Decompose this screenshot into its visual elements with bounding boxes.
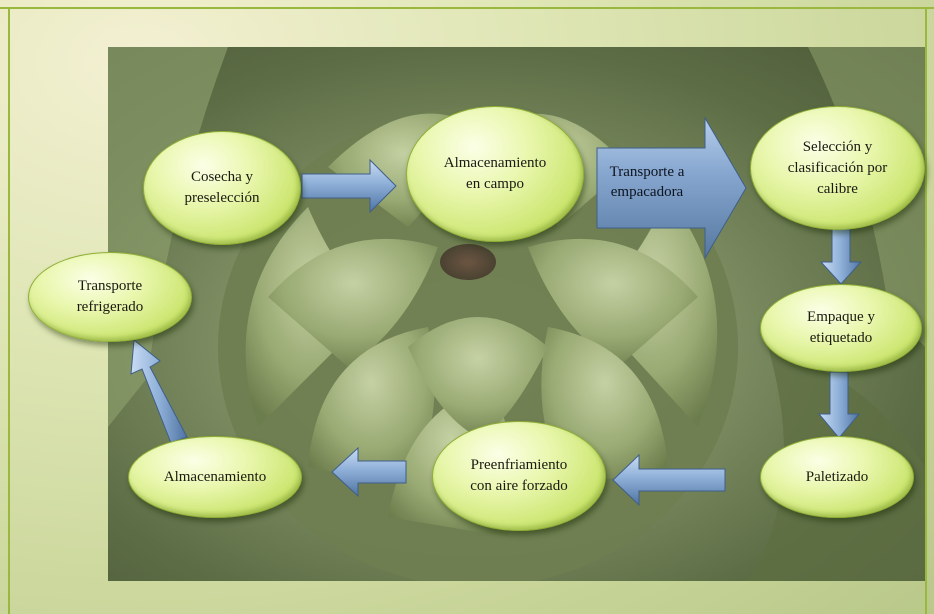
arrow-paletizado-to-preenfriamiento bbox=[613, 455, 725, 505]
node-cosecha: Cosecha y preselección bbox=[143, 131, 301, 245]
node-preenfriamiento: Preenfriamiento con aire forzado bbox=[432, 421, 606, 531]
node-empaque: Empaque y etiquetado bbox=[760, 284, 922, 372]
arrow-empaque-to-paletizado bbox=[819, 372, 859, 438]
node-paletizado: Paletizado bbox=[760, 436, 914, 518]
arrow-preenfriamiento-to-almacenamiento bbox=[332, 448, 406, 496]
arrow-cosecha-to-almacenamiento-campo bbox=[302, 160, 396, 212]
arrow-seleccion-to-empaque bbox=[821, 222, 861, 284]
node-almacenamiento: Almacenamiento bbox=[128, 436, 302, 518]
node-almacenamiento-campo: Almacenamiento en campo bbox=[406, 106, 584, 242]
arrow-almacenamiento-to-transporte-refrigerado bbox=[131, 340, 187, 443]
node-transporte-refrigerado: Transporte refrigerado bbox=[28, 252, 192, 342]
node-seleccion: Selección y clasificación por calibre bbox=[750, 106, 925, 230]
transport-arrow-label: Transporte a empacadora bbox=[598, 162, 696, 202]
